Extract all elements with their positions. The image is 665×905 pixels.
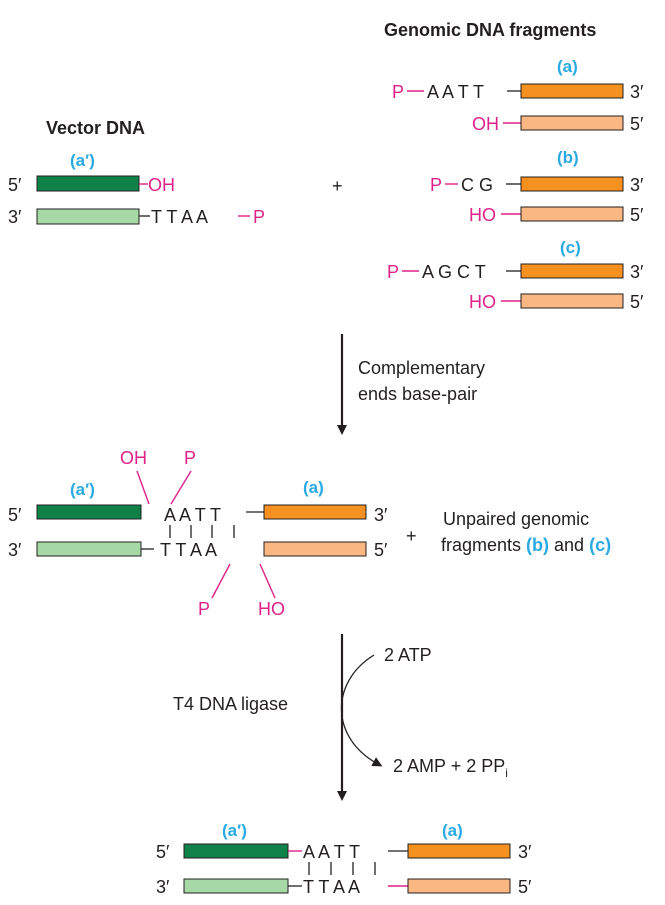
ho-pointer-line (259, 563, 276, 599)
label-c: (c) (589, 535, 611, 555)
five-prime-label: 5′ (8, 505, 22, 525)
genomic-top-strand (520, 263, 624, 279)
label-a: (a) (442, 821, 463, 840)
genomic-fragment-c: (c) P A G C T 3′ HO 5′ (387, 238, 644, 312)
annealed-complex: OH P (a′) (a) 5′ A A T T 3′ 3′ T T A A 5… (8, 448, 388, 619)
genomic-bottom-strand (407, 878, 511, 894)
amp-label: 2 AMP + 2 PPi (393, 756, 508, 780)
label-a-prime: (a′) (222, 821, 247, 840)
vector-dna-header: Vector DNA (46, 118, 145, 138)
genomic-top-strand (520, 176, 624, 192)
label-c: (c) (560, 238, 581, 257)
three-prime-label: 3′ (8, 207, 22, 227)
cg-overhang: C G (461, 175, 493, 195)
label-a: (a) (557, 57, 578, 76)
label-b: (b) (526, 535, 549, 555)
genomic-top-strand (520, 83, 624, 99)
base-pair-ticks (308, 862, 376, 875)
phosphate-end: P (198, 599, 210, 619)
ho-end: HO (469, 205, 496, 225)
base-pair-ticks (169, 525, 235, 538)
ttaa-overhang: T T A A (160, 540, 217, 560)
five-prime-label: 5′ (630, 292, 644, 312)
ttaa-overhang: T T A A (151, 207, 208, 227)
phosphate-end: P (392, 82, 404, 102)
step-1-text-line-2: ends base-pair (358, 384, 477, 404)
oh-end: OH (120, 448, 147, 468)
atp-label: 2 ATP (384, 645, 432, 665)
label-b: (b) (557, 148, 579, 167)
label-a: (a) (303, 478, 324, 497)
plus-sign: + (406, 526, 417, 546)
phosphate-pointer-line (211, 563, 231, 599)
vector-bottom-strand (36, 208, 140, 225)
enzyme-label: T4 DNA ligase (173, 694, 288, 714)
step-1-text-line-1: Complementary (358, 358, 485, 378)
genomic-bottom-strand (263, 541, 367, 557)
three-prime-label: 3′ (8, 540, 22, 560)
vector-top-strand (36, 504, 142, 520)
amp-text: 2 AMP + 2 PP (393, 756, 505, 776)
vector-top-strand (183, 843, 289, 859)
phosphate-end: P (430, 175, 442, 195)
amp-subscript: i (505, 766, 508, 780)
genomic-bottom-strand (520, 293, 624, 309)
unpaired-text-prefix: fragments (441, 535, 526, 555)
ligated-recombinant-dna: (a′) (a) 5′ A A T T 3′ 3′ T T A A 5′ (156, 821, 532, 897)
label-a-prime: (a′) (70, 151, 95, 170)
curved-reaction-arrow-icon (340, 654, 383, 767)
genomic-fragment-a: (a) P A A T T 3′ OH 5′ (392, 57, 644, 134)
ho-end: HO (258, 599, 285, 619)
phosphate-pointer-line (170, 470, 192, 505)
vector-bottom-strand (36, 541, 142, 557)
genomic-fragment-b: (b) P C G 3′ HO 5′ (430, 148, 644, 225)
three-prime-label: 3′ (630, 175, 644, 195)
vector-dna: (a′) 5′ OH 3′ T T A A P (8, 151, 265, 227)
five-prime-label: 5′ (8, 175, 22, 195)
phosphate-end: P (387, 262, 399, 282)
label-a-prime: (a′) (70, 480, 95, 499)
five-prime-label: 5′ (156, 842, 170, 862)
oh-pointer-line (136, 470, 150, 505)
oh-end: OH (148, 175, 175, 195)
five-prime-label: 5′ (374, 540, 388, 560)
unpaired-text-line-1: Unpaired genomic (443, 509, 589, 529)
three-prime-label: 3′ (630, 262, 644, 282)
agct-overhang: A G C T (422, 262, 486, 282)
five-prime-label: 5′ (518, 877, 532, 897)
three-prime-label: 3′ (630, 82, 644, 102)
aatt-overhang: A A T T (164, 505, 221, 525)
five-prime-label: 5′ (630, 114, 644, 134)
genomic-bottom-strand (520, 115, 624, 131)
aatt-overhang: A A T T (427, 82, 484, 102)
unpaired-text-line-2: fragments (b) and (c) (441, 535, 611, 555)
oh-end: OH (472, 114, 499, 134)
phosphate-end: P (184, 448, 196, 468)
phosphate-end: P (253, 207, 265, 227)
genomic-dna-header: Genomic DNA fragments (384, 20, 596, 40)
three-prime-label: 3′ (374, 505, 388, 525)
aatt-sequence: A A T T (303, 842, 360, 862)
three-prime-label: 3′ (156, 877, 170, 897)
genomic-top-strand (263, 504, 367, 520)
five-prime-label: 5′ (630, 205, 644, 225)
genomic-bottom-strand (520, 206, 624, 222)
plus-sign: + (332, 176, 343, 196)
ho-end: HO (469, 292, 496, 312)
three-prime-label: 3′ (518, 842, 532, 862)
genomic-top-strand (407, 843, 511, 859)
ttaa-sequence: T T A A (303, 877, 360, 897)
vector-bottom-strand (183, 878, 289, 894)
vector-top-strand (36, 175, 140, 192)
unpaired-text-and: and (549, 535, 589, 555)
